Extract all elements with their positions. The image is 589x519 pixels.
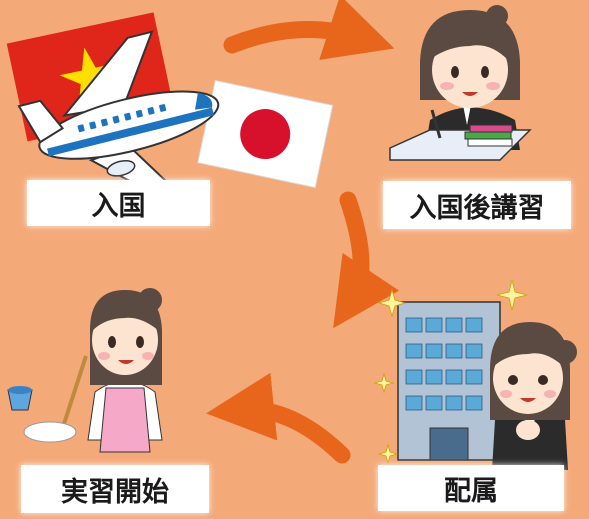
- step-label-entry: 入国: [27, 180, 210, 226]
- sparkle-icon: [373, 372, 395, 394]
- step-label-assignment: 配属: [378, 465, 564, 511]
- student-studying-icon: [389, 5, 532, 161]
- arrow-icon: [206, 372, 351, 464]
- sparkle-icon: [496, 279, 528, 311]
- sparkle-icon: [377, 443, 399, 465]
- worker-woman-icon: [490, 322, 577, 470]
- step-label-start: 実習開始: [21, 465, 209, 513]
- arrow-icon: [223, 0, 395, 60]
- step-label-training: 入国後講習: [383, 181, 571, 229]
- arrow-icon: [333, 191, 400, 329]
- cleaning-woman-icon: [7, 288, 163, 453]
- japan-flag-icon: [197, 79, 334, 189]
- sparkle-icon: [377, 288, 407, 318]
- office-building-icon: [397, 301, 501, 461]
